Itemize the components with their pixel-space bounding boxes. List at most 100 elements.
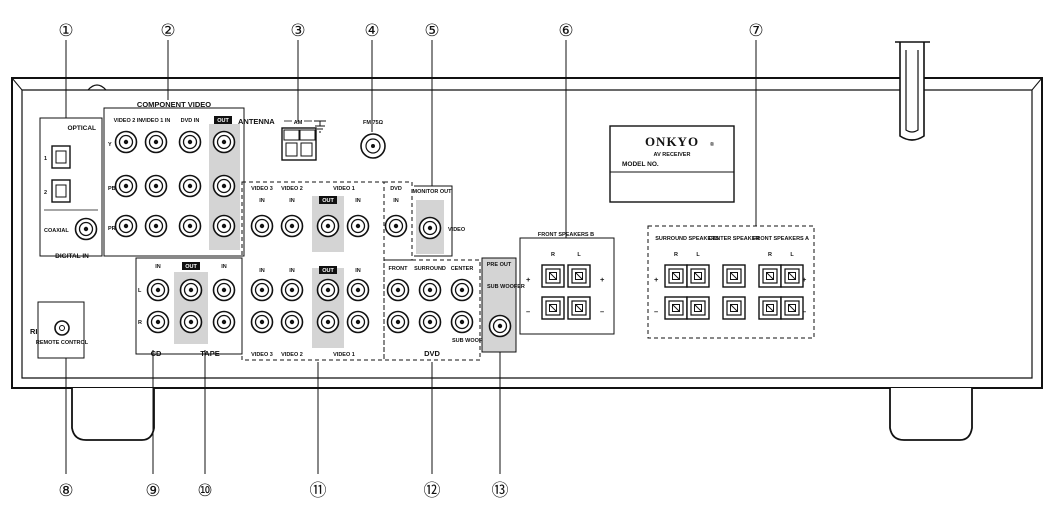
spa-plus-left: +	[654, 275, 659, 284]
audio-r-jack[interactable]	[346, 310, 370, 334]
video-in-jack[interactable]	[280, 214, 304, 238]
component-jack[interactable]	[178, 130, 202, 154]
audio-r-jack[interactable]	[250, 310, 274, 334]
video-in-jack[interactable]	[250, 214, 274, 238]
speaker-minus-terminal[interactable]	[780, 296, 804, 320]
speaker-b-minus-terminal[interactable]	[541, 296, 565, 320]
component-jack[interactable]	[178, 214, 202, 238]
spa-plus-right: +	[802, 275, 807, 284]
audio-l-jack[interactable]	[346, 278, 370, 302]
coaxial-jack[interactable]	[74, 217, 98, 241]
fsb-plus-right: +	[600, 275, 605, 284]
speaker-b-minus-terminal[interactable]	[567, 296, 591, 320]
audio-r-jack[interactable]	[179, 310, 203, 334]
component-jack[interactable]	[114, 214, 138, 238]
callout-number: ⑫	[424, 481, 441, 500]
audio-r-jack[interactable]	[316, 310, 340, 334]
fsa-r-label: R	[768, 252, 772, 258]
speaker-minus-terminal[interactable]	[686, 296, 710, 320]
front-speakers-a-label: FRONT SPEAKERS A	[753, 236, 809, 242]
front-speakers-b-section: FRONT SPEAKERS B R L + + – –	[519, 232, 615, 335]
component-jack[interactable]	[114, 174, 138, 198]
surround-label: SURROUND	[414, 266, 446, 272]
video2-in-label: VIDEO 2 IN	[114, 118, 143, 124]
component-jack[interactable]	[212, 174, 236, 198]
tape-label: TAPE	[200, 349, 219, 358]
v1-out-mid: OUT	[322, 268, 334, 274]
front-label: FRONT	[389, 266, 409, 272]
dvd-sub-woofer-jack[interactable]	[450, 310, 474, 334]
dvd-front-r-jack[interactable]	[386, 310, 410, 334]
tape-out-label: OUT	[185, 264, 197, 270]
video-in-jack[interactable]	[346, 214, 370, 238]
fsb-label: FRONT SPEAKERS B	[538, 232, 594, 238]
audio-r-jack[interactable]	[146, 310, 170, 334]
dvd-surround-r-jack[interactable]	[418, 310, 442, 334]
speaker-b-plus-terminal[interactable]	[567, 264, 591, 288]
callout-number: ①	[58, 21, 73, 40]
speaker-minus-terminal[interactable]	[664, 296, 688, 320]
component-out-label: OUT	[217, 118, 229, 124]
component-jack[interactable]	[114, 130, 138, 154]
v1-in-mid: IN	[355, 268, 361, 274]
v3-in-mid: IN	[259, 268, 265, 274]
audio-l-jack[interactable]	[179, 278, 203, 302]
dvd-in-label-2: IN	[393, 198, 399, 204]
component-jack[interactable]	[178, 174, 202, 198]
subwoofer-pre-out-jack[interactable]	[488, 314, 512, 338]
spa-minus-right: –	[802, 307, 806, 316]
video3-bottom-label: VIDEO 3	[251, 352, 273, 358]
component-jack[interactable]	[144, 174, 168, 198]
audio-r-jack[interactable]	[280, 310, 304, 334]
digital-in-label: DIGITAL IN	[55, 253, 89, 260]
pre-out-sub-label: SUB WOOFER	[487, 284, 525, 290]
speaker-plus-terminal[interactable]	[758, 264, 782, 288]
dvd-center-jack[interactable]	[450, 278, 474, 302]
cd-tape-section: IN OUT IN L R CD TAPE	[135, 257, 243, 358]
fsb-r-label: R	[551, 252, 555, 258]
callout-number: ⑤	[424, 21, 439, 40]
component-jack[interactable]	[212, 214, 236, 238]
speaker-plus-terminal[interactable]	[664, 264, 688, 288]
video-in-jack[interactable]	[316, 214, 340, 238]
speaker-minus-terminal[interactable]	[758, 296, 782, 320]
component-jack[interactable]	[144, 130, 168, 154]
cd-in-label: IN	[155, 264, 161, 270]
remote-control-section: RI REMOTE CONTROL	[30, 301, 89, 359]
audio-l-jack[interactable]	[316, 278, 340, 302]
speaker-minus-terminal[interactable]	[722, 296, 746, 320]
audio-l-jack[interactable]	[250, 278, 274, 302]
cd-l-label: L	[138, 288, 142, 294]
audio-l-jack[interactable]	[212, 278, 236, 302]
dvd-front-l-jack[interactable]	[386, 278, 410, 302]
component-jack[interactable]	[212, 130, 236, 154]
pre-out-section: PRE OUT SUB WOOFER	[481, 257, 525, 353]
audio-l-jack[interactable]	[280, 278, 304, 302]
dvd-video-in-jack[interactable]	[384, 214, 408, 238]
audio-r-jack[interactable]	[212, 310, 236, 334]
dvd-sub-woofer-label: SUB WOOFER	[452, 338, 490, 344]
monitor-out-video-jack[interactable]	[418, 216, 442, 240]
dvd-in-label: DVD IN	[181, 118, 200, 124]
speaker-plus-terminal[interactable]	[780, 264, 804, 288]
audio-l-jack[interactable]	[146, 278, 170, 302]
component-jack[interactable]	[144, 214, 168, 238]
callout-number: ⑬	[492, 481, 509, 500]
antenna-section: ANTENNA AM FM 75Ω	[238, 117, 386, 161]
v2-in-mid: IN	[289, 268, 295, 274]
dvd-top-label: DVD	[390, 186, 402, 192]
fsb-minus-right: –	[600, 307, 604, 316]
speaker-b-plus-terminal[interactable]	[541, 264, 565, 288]
tape-in-label: IN	[221, 264, 227, 270]
center-label: CENTER	[451, 266, 474, 272]
spa-minus-left: –	[654, 307, 658, 316]
speaker-plus-terminal[interactable]	[722, 264, 746, 288]
cd-label: CD	[151, 349, 162, 358]
speaker-plus-terminal[interactable]	[686, 264, 710, 288]
dvd-surround-l-jack[interactable]	[418, 278, 442, 302]
v1-in-top: IN	[355, 198, 361, 204]
dvd-section: DVD IN FRONT SURROUND CENTER SUB WOOFER …	[383, 181, 490, 361]
